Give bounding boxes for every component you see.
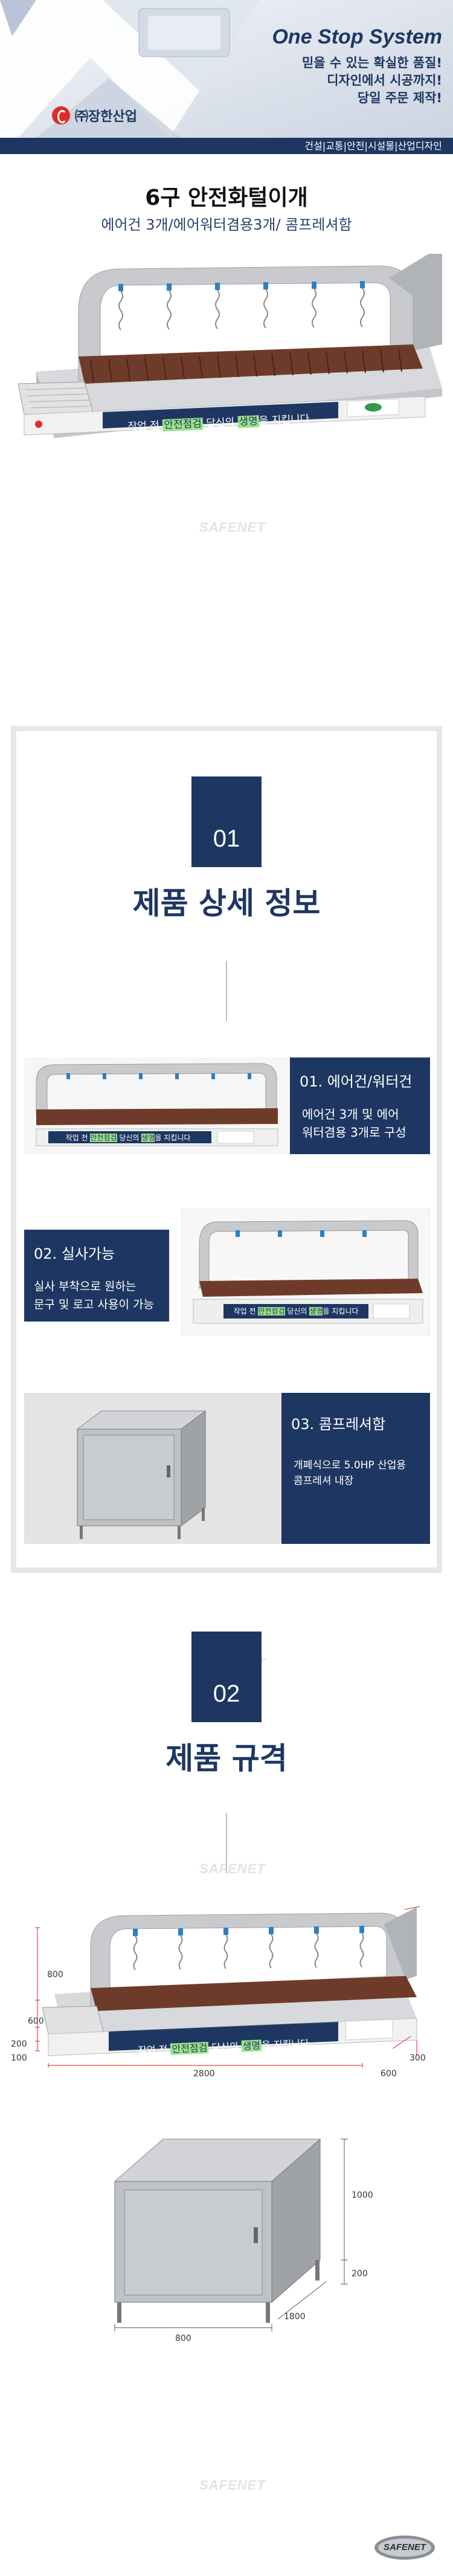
- watermark: SAFENET: [199, 520, 266, 535]
- dim-label: 800: [47, 1970, 63, 1980]
- sign-text: 작업 전: [137, 2043, 168, 2056]
- section-number-badge: 02: [191, 1632, 262, 1722]
- feature-image-print: [181, 1209, 430, 1335]
- feature-line: 에어건 3개 및 에어: [302, 1107, 399, 1122]
- section-number: 02: [213, 1680, 240, 1707]
- slogan: One Stop System: [272, 25, 442, 48]
- category-bar: 건설|교통|안전|시설물|산업디자인: [0, 138, 453, 154]
- sign-text: 작업 전: [65, 1134, 88, 1142]
- feature-heading: 02. 실사가능: [34, 1245, 115, 1262]
- sign-text: 작업 전: [233, 1307, 256, 1315]
- footer-logo-text: SAFENET: [383, 2542, 426, 2552]
- air-gun-row: [118, 281, 365, 291]
- feature-body: 실사 부착으로 원하는 문구 및 로고 사용이 가능: [24, 1263, 169, 1314]
- divider: [226, 961, 227, 1021]
- feature-image-airguns: [24, 1057, 290, 1154]
- dim-label: 1000: [352, 2190, 373, 2200]
- sign-text: 작업 전: [127, 419, 160, 433]
- section-number-badge: 01: [191, 776, 262, 867]
- brand-line: 디자인에서 시공까지!: [327, 73, 442, 88]
- company-name: ㈜장한산업: [75, 109, 137, 124]
- feature-image-compressor: [24, 1393, 281, 1544]
- sign-text: 을 지킵니다: [323, 1307, 359, 1315]
- sign-highlight: 안전점검: [162, 418, 204, 432]
- brand-line: 당일 주문 제작!: [357, 91, 442, 105]
- feature-line: 개폐식으로 5.0HP 산업용: [294, 1459, 406, 1471]
- sign-highlight: 생명: [309, 1307, 323, 1315]
- brand-line: 믿을 수 있는 확실한 품질!: [301, 56, 442, 70]
- feature-body: 에어건 3개 및 에어 워터겸용 3개로 구성: [290, 1091, 430, 1141]
- dim-label: 300: [410, 2053, 426, 2063]
- spec-drawing-main: [35, 1906, 420, 2068]
- feature-heading: 01. 에어건/워터건: [300, 1073, 413, 1090]
- sign-highlight: 안전점검: [170, 2042, 209, 2055]
- feature-body: 개폐식으로 5.0HP 산업용 콤프레셔 내장: [281, 1433, 430, 1489]
- sign-highlight: 안전점검: [90, 1134, 117, 1142]
- section-title: 제품 상세 정보: [132, 886, 321, 921]
- feature-line: 문구 및 로고 사용이 가능: [34, 1298, 154, 1311]
- feature-sign-small: 작업 전 안전점검 당신의 생명을 지킵니다: [50, 1132, 207, 1143]
- feature-heading: 03. 콤프레셔함: [291, 1416, 386, 1433]
- sign-highlight: 생명: [237, 415, 260, 428]
- divider: [226, 1813, 227, 1873]
- dim-label: 100: [11, 2053, 27, 2063]
- feature-line: 콤프레셔 내장: [294, 1475, 354, 1487]
- feature-sign-small: 작업 전 안전점검 당신의 생명을 지킵니다: [225, 1306, 367, 1316]
- spec-drawing-compressor: [114, 2138, 348, 2331]
- dim-label: 2800: [193, 2069, 215, 2079]
- sign-highlight: 생명: [241, 2039, 262, 2052]
- sign-text: 당신의: [119, 1134, 140, 1142]
- dim-label: 800: [175, 2334, 191, 2343]
- dim-label: 200: [352, 2269, 368, 2279]
- section-title: 제품 규격: [165, 1741, 288, 1776]
- sign-highlight: 안전점검: [258, 1307, 285, 1315]
- dim-label: 600: [381, 2069, 397, 2079]
- sign-text: 을 지킵니다: [155, 1134, 191, 1142]
- watermark: SAFENET: [199, 1861, 266, 1876]
- watermark: SAFENET: [199, 2478, 266, 2493]
- feature-line: 워터겸용 3개로 구성: [302, 1125, 406, 1140]
- sign-text: 당신의: [211, 2040, 239, 2053]
- product-title: 6구 안전화털이개: [145, 186, 308, 210]
- feature-card-airgun: 01. 에어건/워터건 에어건 3개 및 에어 워터겸용 3개로 구성: [290, 1057, 430, 1154]
- shoe-cleaner-main-image: [18, 254, 442, 438]
- sign-text: 을 지킵니다: [261, 2038, 310, 2051]
- dim-label: 600: [28, 2016, 44, 2026]
- header-banner: One Stop System 믿을 수 있는 확실한 품질! 디자인에서 시공…: [0, 0, 453, 154]
- feature-card-print: 02. 실사가능 실사 부착으로 원하는 문구 및 로고 사용이 가능: [24, 1230, 169, 1322]
- safenet-logo-icon: [374, 2536, 435, 2560]
- dim-label: 200: [11, 2039, 27, 2049]
- footer-logo: SAFENET: [373, 2529, 436, 2566]
- section-number: 01: [213, 825, 240, 852]
- product-subtitle: 에어건 3개/에어워터겸용3개/ 콤프레셔함: [101, 216, 352, 233]
- dim-label: 1800: [284, 2312, 306, 2322]
- company-logo: ㈜장한산업: [52, 106, 137, 125]
- company-logo-icon: [52, 106, 70, 124]
- brand-copy: 믿을 수 있는 확실한 품질! 디자인에서 시공까지! 당일 주문 제작!: [302, 54, 442, 107]
- sign-text: 을 지킵니다: [259, 413, 310, 428]
- sign-highlight: 생명: [141, 1134, 155, 1142]
- x-graphic-icon: [0, 0, 453, 154]
- sign-text: 당신의: [205, 416, 235, 430]
- feature-card-compressor: 03. 콤프레셔함 개폐식으로 5.0HP 산업용 콤프레셔 내장: [281, 1393, 430, 1544]
- sign-text: 당신의: [287, 1307, 307, 1315]
- feature-line: 실사 부착으로 원하는: [34, 1280, 137, 1293]
- compressor-box-image: [76, 1410, 207, 1539]
